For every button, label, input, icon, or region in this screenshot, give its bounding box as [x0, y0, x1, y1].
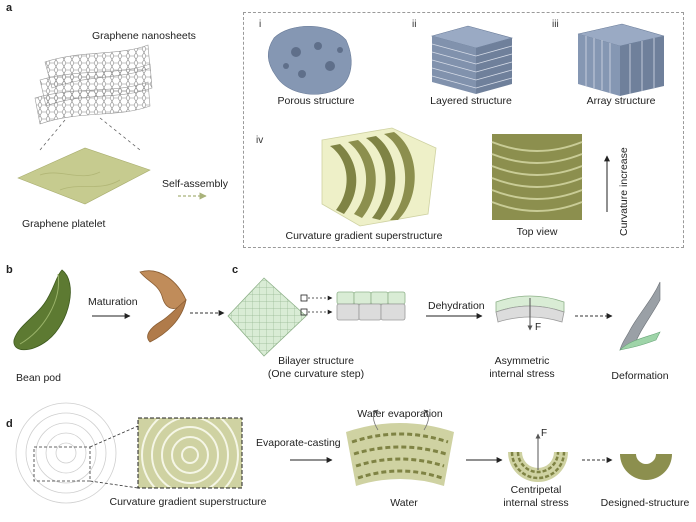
bilayer-structure-label: Bilayer structure: [278, 355, 354, 367]
asymmetric-label: Asymmetric: [494, 355, 550, 367]
dehydration-label: Dehydration: [428, 300, 485, 312]
bilayer-grid-graphic: [227, 277, 333, 357]
curvature-superstructure-label: Curvature gradient superstructure: [285, 230, 443, 242]
bean-pod-graphic: [13, 269, 71, 351]
water-label: Water: [390, 497, 418, 509]
curvature-superstructure-d-label: Curvature gradient superstructure: [109, 496, 267, 508]
panel-label-b: b: [6, 264, 13, 276]
self-assembly-label: Self-assembly: [162, 178, 228, 190]
zoom-region-box: [33, 446, 91, 482]
porous-structure-graphic: [267, 25, 352, 95]
top-view-label: Top view: [516, 226, 558, 238]
centripetal-stress-graphic: [508, 433, 568, 482]
graphene-nanosheets-label: Graphene nanosheets: [92, 30, 196, 42]
structure-types-box: [243, 12, 684, 248]
asymmetric-stress-graphic: [495, 295, 565, 331]
cast-film-graphic: [346, 409, 454, 486]
evaporate-casting-label: Evaporate-casting: [256, 437, 341, 449]
layered-structure-label: Layered structure: [430, 95, 512, 107]
graphene-nanosheets-graphic: [34, 44, 153, 151]
array-structure-label: Array structure: [586, 95, 656, 107]
numeral-ii: ii: [412, 19, 417, 30]
water-evaporation-label: Water evaporation: [357, 408, 443, 420]
bean-pod-label: Bean pod: [16, 372, 61, 384]
force-label-d: F: [541, 428, 548, 439]
designed-structure-graphic: [620, 454, 672, 480]
numeral-i: i: [259, 19, 262, 30]
zoomed-superstructure-graphic: [137, 417, 243, 489]
deformation-twist-graphic: [619, 281, 661, 351]
array-structure-graphic: [577, 23, 665, 96]
bilayer-cells-graphic: [336, 291, 406, 321]
force-label-c: F: [535, 322, 542, 333]
centripetal-label: Centripetal: [510, 484, 562, 496]
porous-structure-label: Porous structure: [277, 95, 355, 107]
top-view-graphic: [491, 134, 583, 220]
panel-label-a: a: [6, 2, 13, 14]
layered-structure-graphic: [430, 25, 514, 94]
graphene-platelet-label: Graphene platelet: [22, 218, 106, 230]
internal-stress-label: internal stress: [489, 368, 555, 380]
panel-label-d: d: [6, 418, 13, 430]
maturation-label: Maturation: [88, 296, 138, 308]
designed-structure-label: Designed-structure: [600, 497, 690, 509]
curvature-increase-label: Curvature increase: [618, 147, 630, 236]
graphene-platelet-graphic: [17, 147, 151, 205]
panel-label-c: c: [232, 264, 239, 276]
dry-pod-graphic: [139, 270, 187, 343]
centripetal-stress-label: internal stress: [503, 497, 569, 509]
curvature-superstructure-graphic: [321, 127, 437, 227]
one-curvature-step-label: (One curvature step): [267, 368, 365, 380]
concentric-rings-graphic: [15, 402, 117, 504]
numeral-iv: iv: [256, 135, 264, 146]
deformation-label: Deformation: [611, 370, 669, 382]
numeral-iii: iii: [552, 19, 559, 30]
